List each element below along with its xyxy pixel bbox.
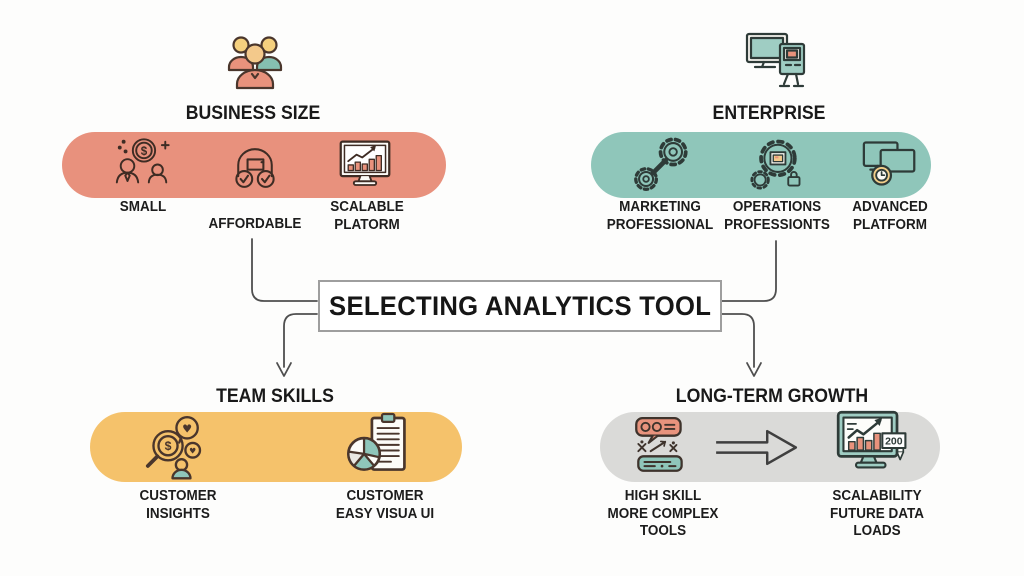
item-label-marketing-professional: MARKETING PROFESSIONAL [606,199,714,233]
clipboard-pie-icon [347,412,406,471]
magnifier-insights-icon: ♥ $ ♥ [145,415,202,480]
team-skills-heading: TEAM SKILLS [216,386,334,407]
checkout-check-icon [235,148,275,188]
item-label-affordable: AFFORDABLE [208,216,302,232]
business-size-heading: BUSINESS SIZE [185,103,321,124]
item-label-operations-professionts: OPERATIONS PROFESSIONTS [724,199,830,233]
quadrant-business-size: BUSINESS SIZE $ [0,0,512,288]
monitor-bar-chart-icon [339,140,391,186]
screens-clock-icon [862,141,916,186]
long-term-growth-heading: LONG-TERM GROWTH [675,386,869,407]
people-group-icon [227,36,283,90]
svg-text:♥: ♥ [182,422,192,435]
title-box: SELECTING ANALYTICS TOOL [318,280,722,332]
linked-gears-icon [634,137,688,191]
svg-text:$: $ [141,145,148,158]
right-arrow-icon [716,429,798,466]
item-label-customer-easy-visual-ui: CUSTOMER EASY VISUA UI [335,488,435,522]
monitor-value: 200 [885,435,903,447]
workstation-icon [745,32,806,88]
item-label-customer-insights: CUSTOMER INSIGHTS [139,488,217,522]
item-label-high-skill: HIGH SKILL MORE COMPLEX TOOLS [607,488,719,540]
svg-text:♥: ♥ [189,447,196,456]
svg-text:$: $ [165,439,172,453]
quadrant-team-skills: TEAM SKILLS ♥ $ ♥ [0,296,512,576]
item-label-advanced-platform: ADVANCED PLATFORM [852,199,928,233]
item-label-small: SMALL [119,199,167,215]
gear-console-icon [750,139,801,190]
money-people-icon: $ [115,138,170,184]
quadrant-enterprise: ENTERPRISE [512,0,1024,288]
quadrant-long-term-growth: LONG-TERM GROWTH [512,296,1024,576]
page-title: SELECTING ANALYTICS TOOL [328,290,712,321]
item-label-scalable-platform: SCALABLE PLATORM [330,199,404,233]
enterprise-heading: ENTERPRISE [712,103,826,124]
complex-tools-icon [635,417,683,472]
scalability-monitor-icon: 200 [836,410,907,469]
item-label-scalability: SCALABILITY FUTURE DATA LOADS [830,488,924,540]
